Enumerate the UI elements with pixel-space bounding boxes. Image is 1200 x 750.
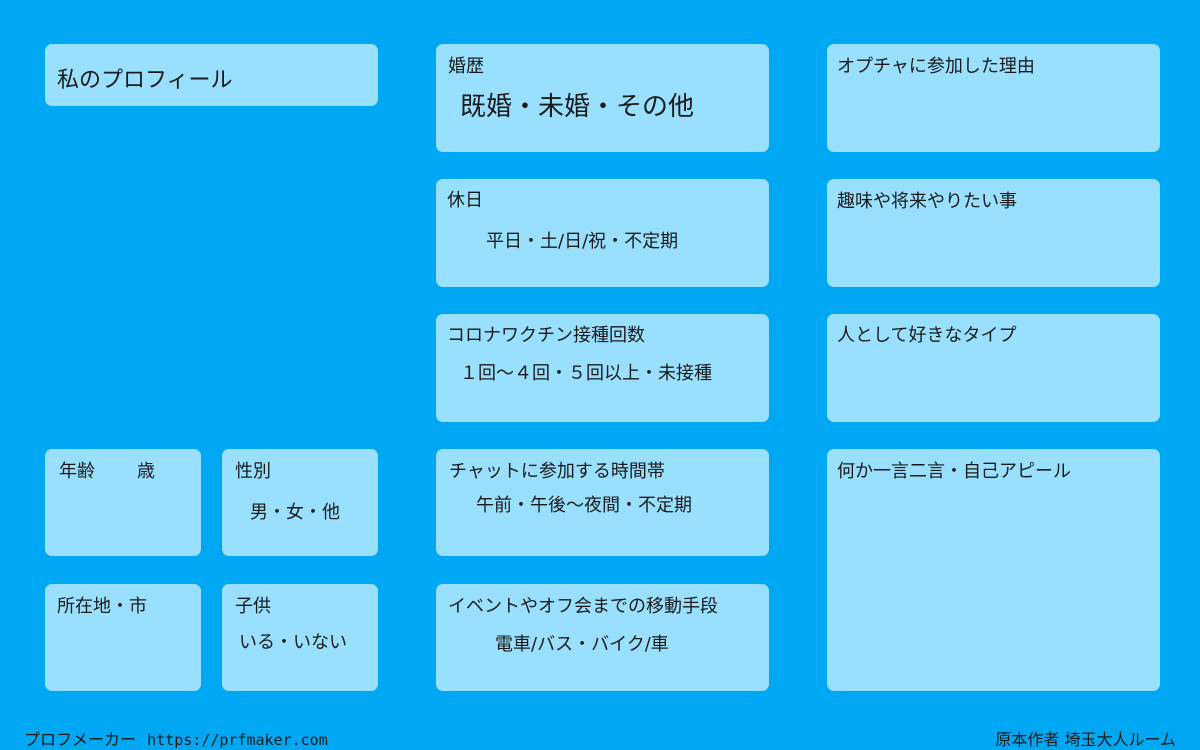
- appeal-card[interactable]: 何か一言二言・自己アピール: [827, 449, 1160, 691]
- marital-options: 既婚・未婚・その他: [460, 92, 695, 122]
- holiday-card[interactable]: 休日 平日・土/日/祝・不定期: [436, 179, 769, 287]
- transport-card[interactable]: イベントやオフ会までの移動手段 電車/バス・バイク/車: [436, 584, 769, 691]
- vaccine-options: １回～４回・５回以上・未接種: [460, 363, 712, 384]
- reason-label: オプチャに参加した理由: [837, 56, 1035, 77]
- footer-maker-name: プロフメーカー: [24, 730, 137, 749]
- title-card: 私のプロフィール: [45, 44, 378, 106]
- children-label: 子供: [235, 596, 271, 617]
- marital-label: 婚歴: [448, 56, 484, 77]
- marital-card[interactable]: 婚歴 既婚・未婚・その他: [436, 44, 769, 152]
- transport-options: 電車/バス・バイク/車: [495, 634, 669, 655]
- transport-label: イベントやオフ会までの移動手段: [448, 596, 718, 617]
- type-card[interactable]: 人として好きなタイプ: [827, 314, 1160, 422]
- vaccine-card[interactable]: コロナワクチン接種回数 １回～４回・５回以上・未接種: [436, 314, 769, 422]
- age-unit: 歳: [137, 461, 155, 482]
- holiday-label: 休日: [447, 190, 483, 211]
- children-options: いる・いない: [239, 632, 347, 653]
- children-card[interactable]: 子供 いる・いない: [222, 584, 378, 691]
- type-label: 人として好きなタイプ: [837, 325, 1017, 346]
- age-label: 年齢: [59, 461, 95, 482]
- vaccine-label: コロナワクチン接種回数: [447, 325, 645, 346]
- holiday-options: 平日・土/日/祝・不定期: [486, 231, 679, 252]
- appeal-label: 何か一言二言・自己アピール: [837, 461, 1071, 482]
- location-label: 所在地・市: [57, 596, 147, 617]
- hobby-label: 趣味や将来やりたい事: [837, 191, 1017, 212]
- gender-card[interactable]: 性別 男・女・他: [222, 449, 378, 556]
- location-card[interactable]: 所在地・市: [45, 584, 201, 691]
- gender-options: 男・女・他: [250, 502, 340, 523]
- chat-time-card[interactable]: チャットに参加する時間帯 午前・午後～夜間・不定期: [436, 449, 769, 556]
- footer-maker: プロフメーカー https://prfmaker.com: [24, 726, 328, 750]
- chat-time-options: 午前・午後～夜間・不定期: [476, 495, 692, 516]
- age-card[interactable]: 年齢 歳: [45, 449, 201, 556]
- footer-url[interactable]: https://prfmaker.com: [147, 731, 328, 749]
- gender-label: 性別: [235, 461, 271, 482]
- hobby-card[interactable]: 趣味や将来やりたい事: [827, 179, 1160, 287]
- chat-time-label: チャットに参加する時間帯: [449, 461, 665, 482]
- footer-author: 原本作者 埼玉大人ルーム: [995, 730, 1176, 749]
- reason-card[interactable]: オプチャに参加した理由: [827, 44, 1160, 152]
- page-title: 私のプロフィール: [57, 68, 233, 93]
